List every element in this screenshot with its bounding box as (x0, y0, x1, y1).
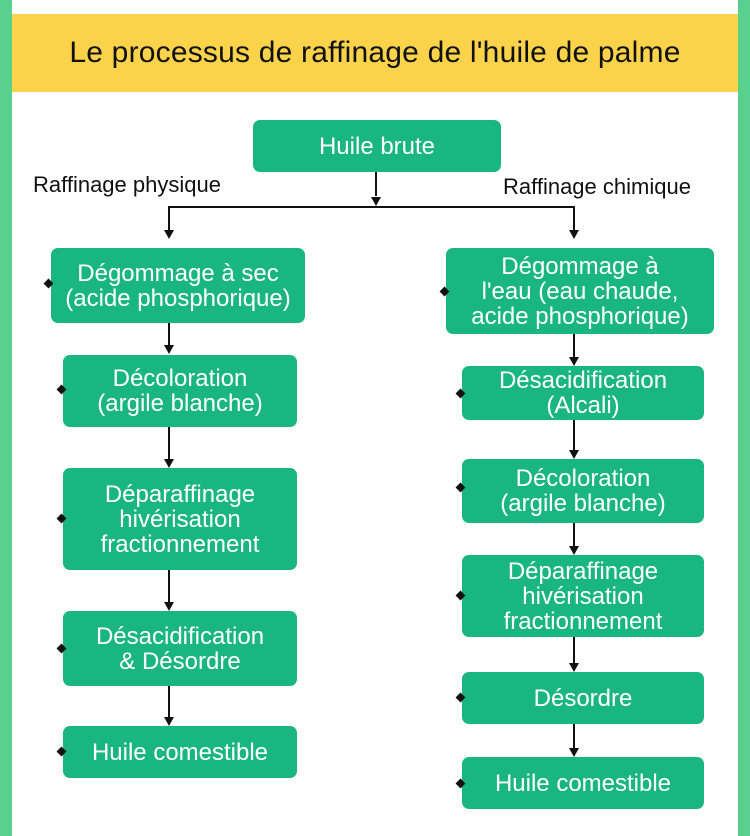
chemical-step-1: Dégommage à l'eau (eau chaude, acide pho… (446, 248, 714, 334)
connector (168, 323, 170, 345)
chemical-step-6: Huile comestible (462, 757, 704, 809)
connector-branch-split (168, 206, 574, 208)
connector (573, 523, 575, 546)
arrow (569, 450, 579, 459)
physical-step-1: Dégommage à sec (acide phosphorique) (51, 248, 305, 323)
arrow (569, 357, 579, 366)
branch-label-chemical: Raffinage chimique (503, 174, 691, 199)
connector-chemical-down (573, 206, 575, 230)
connector (168, 427, 170, 459)
branch-label-physical: Raffinage physique (33, 172, 221, 197)
arrow-chemical (569, 230, 579, 239)
connector (573, 420, 575, 450)
connector (168, 570, 170, 602)
connector-physical-down (168, 206, 170, 230)
page-title: Le processus de raffinage de l'huile de … (12, 14, 738, 92)
physical-step-3: Déparaffinage hivérisation fractionnemen… (63, 468, 297, 570)
connector (168, 686, 170, 717)
arrow (164, 717, 174, 726)
chemical-step-4: Déparaffinage hivérisation fractionnemen… (462, 555, 704, 637)
chemical-step-3: Décoloration (argile blanche) (462, 459, 704, 523)
chemical-step-2: Désacidification (Alcali) (462, 366, 704, 420)
root-node: Huile brute (253, 120, 501, 172)
physical-step-2: Décoloration (argile blanche) (63, 355, 297, 427)
connector (573, 334, 575, 357)
physical-step-4: Désacidification & Désordre (63, 611, 297, 686)
connector (573, 637, 575, 663)
physical-step-5: Huile comestible (63, 726, 297, 778)
chemical-step-5: Désordre (462, 672, 704, 724)
arrow (569, 663, 579, 672)
arrow-root (371, 197, 381, 206)
connector-root-down (375, 172, 377, 196)
arrow (569, 546, 579, 555)
arrow-physical (164, 230, 174, 239)
connector (573, 724, 575, 748)
arrow (164, 345, 174, 354)
arrow (164, 602, 174, 611)
arrow (164, 459, 174, 468)
arrow (569, 748, 579, 757)
